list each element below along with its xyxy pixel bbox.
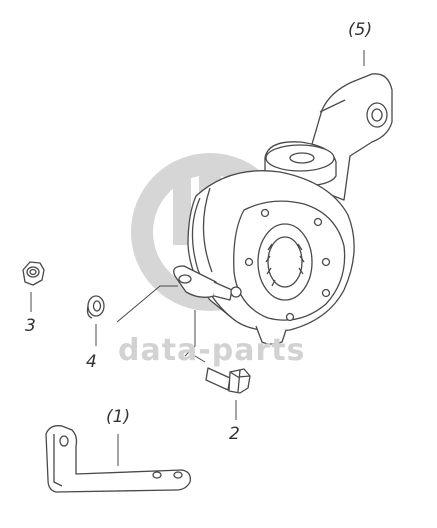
bolt-part-2 [205, 367, 251, 394]
label-part-3: 3 [25, 316, 36, 336]
leader-lines [30, 50, 365, 466]
label-part-2: 2 [229, 424, 240, 444]
slack-adjuster-part-5 [173, 73, 393, 345]
label-part-5: (5) [348, 20, 373, 40]
watermark-text: data-parts [118, 333, 306, 368]
bracket-part-1 [45, 425, 191, 493]
label-part-4: 4 [86, 352, 97, 372]
label-part-1: (1) [106, 407, 131, 427]
washer-part-4 [86, 295, 105, 319]
nut-part-3 [22, 261, 45, 286]
